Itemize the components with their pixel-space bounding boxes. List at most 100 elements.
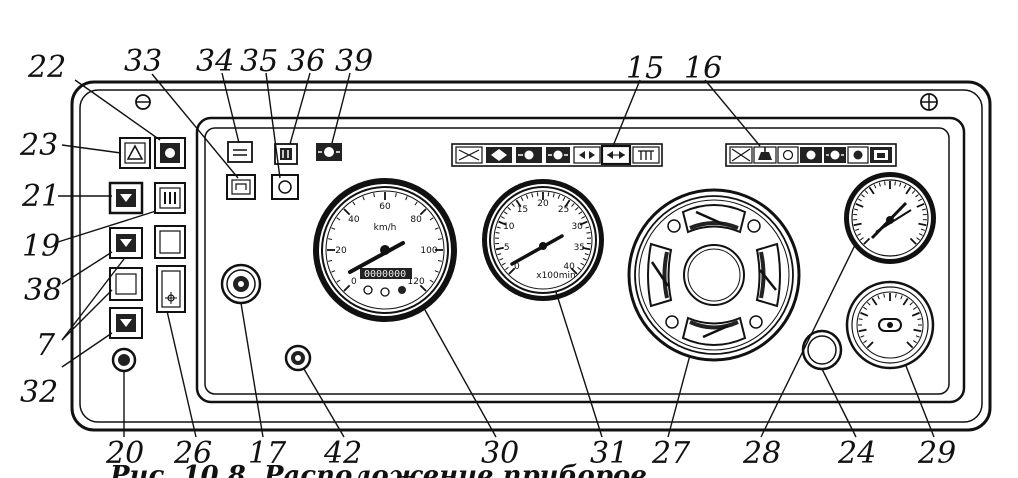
- callout-32: 32: [20, 375, 58, 410]
- switch-32[interactable]: [109, 307, 143, 339]
- lamp-16-3: [777, 146, 799, 164]
- button-20[interactable]: [111, 347, 137, 373]
- pressure-gauge-28: [844, 172, 936, 264]
- lamp-16-2: [753, 146, 777, 164]
- switch-fog-light[interactable]: [154, 137, 186, 169]
- figure-caption: Рис. 10.8. Расположение приборов: [110, 461, 648, 478]
- callout-17: 17: [248, 436, 287, 471]
- dial-tick: [343, 208, 351, 216]
- switch-21[interactable]: [108, 181, 144, 215]
- gauge-27-bottom: [681, 316, 747, 346]
- callout-28: 28: [742, 436, 781, 471]
- callout-21: 21: [21, 179, 60, 214]
- cluster-bezel-inner: [204, 127, 950, 395]
- dial-tick: [520, 197, 524, 202]
- tachometer-unit: x100min: [536, 271, 575, 281]
- dial-tick: [496, 226, 501, 229]
- dial-tick: [434, 270, 439, 273]
- dial-tick: [525, 194, 529, 199]
- dial-tick: [913, 306, 917, 310]
- indicator-36: [274, 143, 298, 165]
- gauge-28-ticks: [853, 181, 927, 245]
- gauge-27-right: [755, 242, 781, 308]
- dial-tick-label: 120: [408, 277, 425, 287]
- dial-tick: [860, 335, 865, 338]
- switch-26[interactable]: [156, 265, 186, 313]
- dial-tick: [507, 207, 512, 211]
- lamp-16-7: [870, 147, 892, 163]
- callout-16: 16: [684, 51, 722, 86]
- dial-tick: [437, 260, 442, 262]
- switch-19[interactable]: [154, 182, 186, 214]
- speedometer-ticks: [327, 192, 443, 292]
- dial-tick: [578, 211, 583, 215]
- switch-blank-7a[interactable]: [154, 225, 186, 259]
- dial-tick-label: 15: [517, 205, 528, 215]
- dial-tick: [873, 184, 877, 189]
- dial-tick: [511, 203, 515, 207]
- dial-tick: [894, 293, 897, 298]
- dial-tick: [877, 295, 880, 300]
- odometer-display: [360, 268, 412, 279]
- callout-22: 22: [27, 50, 66, 85]
- lamp-15-4: [546, 147, 570, 163]
- switch-hazard[interactable]: [119, 137, 151, 169]
- dial-tick: [581, 216, 586, 219]
- dial-tick: [352, 201, 356, 206]
- switch-blank-7b[interactable]: [109, 267, 143, 301]
- callout-27: 27: [651, 436, 691, 471]
- button-42[interactable]: [284, 344, 312, 372]
- callout-23: 23: [19, 128, 58, 163]
- dial-tick: [336, 217, 341, 221]
- lamp-16-1: [729, 146, 753, 164]
- callout-35: 35: [240, 44, 278, 79]
- dial-tick: [343, 284, 351, 292]
- lamp-15-2: [486, 147, 512, 163]
- dial-tick: [918, 222, 927, 227]
- dial-tick: [899, 182, 902, 187]
- dial-tick: [495, 231, 500, 234]
- callout-31: 31: [590, 436, 628, 471]
- dial-tick: [498, 220, 507, 226]
- dial-tick: [918, 233, 923, 236]
- indicator-35: [271, 174, 299, 200]
- callout-labels: 22 33 34 35 36 39 15 16 23 21 19 38 7 32…: [19, 44, 956, 471]
- tachometer-ticks: [495, 192, 591, 275]
- warning-lamp-24: [801, 329, 843, 371]
- dial-tick: [866, 341, 874, 349]
- dial-tick: [331, 270, 336, 273]
- dial-tick-label: 25: [558, 205, 569, 215]
- dial-tick: [868, 186, 875, 195]
- callout-30: 30: [481, 436, 519, 471]
- dial-tick: [900, 295, 903, 300]
- dial-tick-label: 100: [420, 246, 437, 256]
- ignition-switch-17[interactable]: [220, 263, 262, 305]
- dial-tick: [557, 194, 561, 199]
- dial-tick: [871, 297, 878, 306]
- callout-24: 24: [837, 436, 876, 471]
- dial-tick: [863, 306, 867, 310]
- odometer-digits: 0000000: [364, 269, 406, 280]
- callout-7: 7: [36, 328, 56, 363]
- callout-39: 39: [335, 44, 373, 79]
- dial-tick: [508, 267, 516, 275]
- indicator-39: [316, 143, 342, 161]
- dial-tick: [419, 208, 427, 216]
- dial-tick: [562, 197, 566, 202]
- switch-38[interactable]: [109, 227, 143, 259]
- dial-tick-label: 30: [571, 222, 583, 232]
- combination-gauge-27: [627, 188, 801, 362]
- dial-tick: [328, 260, 333, 262]
- dial-tick-label: 20: [537, 199, 549, 209]
- dial-tick: [915, 194, 919, 198]
- dial-tick: [414, 201, 418, 206]
- dial-tick: [373, 193, 375, 198]
- dial-tick: [395, 193, 397, 198]
- dial-tick: [916, 237, 921, 241]
- indicator-34: [227, 141, 253, 163]
- dial-tick: [582, 257, 587, 261]
- lamp-16-5: [824, 147, 846, 163]
